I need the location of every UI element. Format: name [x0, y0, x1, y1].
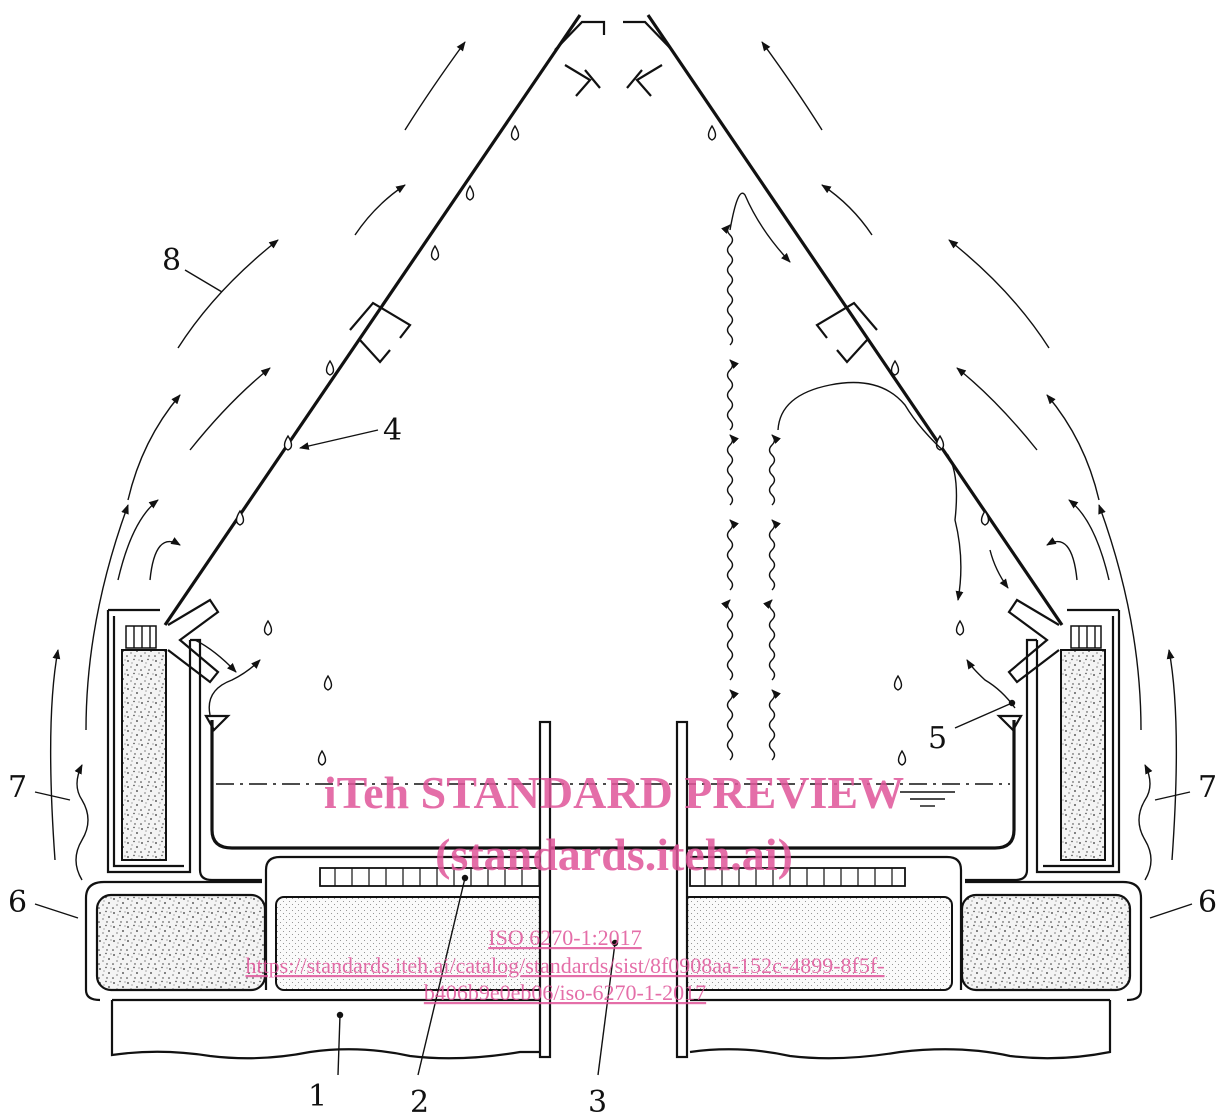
- vapour-arrow: [989, 549, 1009, 589]
- air-flow-arrow: [127, 394, 181, 501]
- bottom-insulation-left: [84, 880, 267, 1002]
- air-flow-arrow: [149, 537, 181, 581]
- droplet-mark: [323, 674, 333, 691]
- air-flow-arrow: [821, 184, 873, 236]
- vapour-arrow: [777, 381, 964, 601]
- callout-7-left: 7: [8, 770, 27, 805]
- droplet-mark: [325, 359, 335, 376]
- vapour-arrow: [74, 764, 89, 881]
- callout-6-right: 6: [1198, 885, 1217, 920]
- watermark-url-line2[interactable]: b406b9e0eb06/iso-6270-1-2017: [424, 980, 706, 1005]
- callout-3: 3: [588, 1085, 607, 1115]
- vapour-arrow: [768, 434, 782, 506]
- watermark: iTeh STANDARD PREVIEW (standards.iteh.ai…: [245, 767, 904, 1005]
- droplet-mark: [890, 359, 900, 376]
- droplet-mark: [707, 124, 717, 141]
- air-flow-arrow: [1098, 504, 1142, 731]
- droplet-mark: [955, 619, 965, 636]
- air-flow-arrow: [761, 41, 823, 131]
- water-bath: [210, 720, 1016, 850]
- bottom-insulation-right: [960, 880, 1143, 1002]
- droplet-mark: [980, 509, 990, 526]
- air-flow-arrow: [189, 367, 271, 451]
- callout-labels: 1 2 3 4 5 6 6 7 7 8: [8, 243, 1217, 1115]
- air-flow-arrow: [117, 499, 159, 581]
- side-wall-left: [106, 608, 192, 874]
- vapour-arrow: [194, 639, 237, 673]
- callout-2: 2: [410, 1085, 429, 1115]
- vapour-arrow: [1138, 764, 1153, 881]
- air-flow-arrow: [1046, 394, 1100, 501]
- droplet-mark: [510, 124, 520, 141]
- vapour-arrow: [768, 519, 782, 591]
- vapour-arrow: [762, 599, 776, 681]
- air-flow-arrow: [956, 367, 1038, 451]
- droplet-mark: [283, 434, 293, 451]
- watermark-standard[interactable]: ISO 6270-1:2017: [488, 925, 641, 950]
- droplet-mark: [465, 184, 475, 201]
- air-flow-arrow: [354, 184, 406, 236]
- air-flow-arrow: [85, 504, 129, 731]
- watermark-title: iTeh STANDARD PREVIEW: [324, 767, 904, 818]
- air-flow-arrow: [1046, 537, 1078, 581]
- watermark-site: (standards.iteh.ai): [435, 829, 793, 880]
- air-flow-arrow: [404, 41, 466, 131]
- air-flow-arrow: [948, 239, 1050, 349]
- droplet-mark: [263, 619, 273, 636]
- heating-element: [319, 867, 906, 887]
- vapour-arrow: [720, 224, 734, 346]
- air-flow-arrow: [177, 239, 279, 349]
- condensation-droplets: [235, 124, 990, 766]
- vapour-arrow: [726, 434, 740, 506]
- vapour-arrow: [768, 689, 782, 761]
- callout-6-left: 6: [8, 885, 27, 920]
- watermark-url-line1[interactable]: https://standards.iteh.ai/catalog/standa…: [245, 953, 884, 978]
- heater-insulation: [264, 855, 963, 991]
- droplet-mark: [430, 244, 440, 261]
- vapour-arrow: [726, 689, 740, 761]
- central-opening: [538, 720, 689, 1059]
- vapour-arrow: [966, 659, 1016, 709]
- vapour-arrow: [720, 599, 734, 681]
- callout-1: 1: [308, 1079, 327, 1114]
- air-flow-arrow: [1166, 649, 1178, 861]
- callout-4: 4: [383, 413, 402, 448]
- vapour-arrow: [208, 659, 261, 716]
- air-flow-arrows: [49, 41, 1178, 861]
- water-seal: [190, 638, 1037, 882]
- vapour-arrow: [726, 519, 740, 591]
- side-wall-right: [1035, 608, 1121, 874]
- droplet-mark: [893, 674, 903, 691]
- droplet-mark: [235, 509, 245, 526]
- vapour-arrow: [729, 192, 791, 263]
- droplet-mark: [317, 749, 327, 766]
- callout-7-right: 7: [1198, 770, 1217, 805]
- air-flow-arrow: [1068, 499, 1110, 581]
- cabinet-base: [110, 998, 1112, 1060]
- vapour-arrow: [726, 359, 740, 431]
- rising-vapour: [74, 192, 1153, 881]
- air-flow-arrow: [49, 649, 61, 861]
- roof: [163, 14, 1064, 684]
- leader-lines: [34, 269, 1193, 1076]
- callout-8: 8: [162, 243, 181, 278]
- callout-5: 5: [928, 721, 947, 756]
- droplet-mark: [897, 749, 907, 766]
